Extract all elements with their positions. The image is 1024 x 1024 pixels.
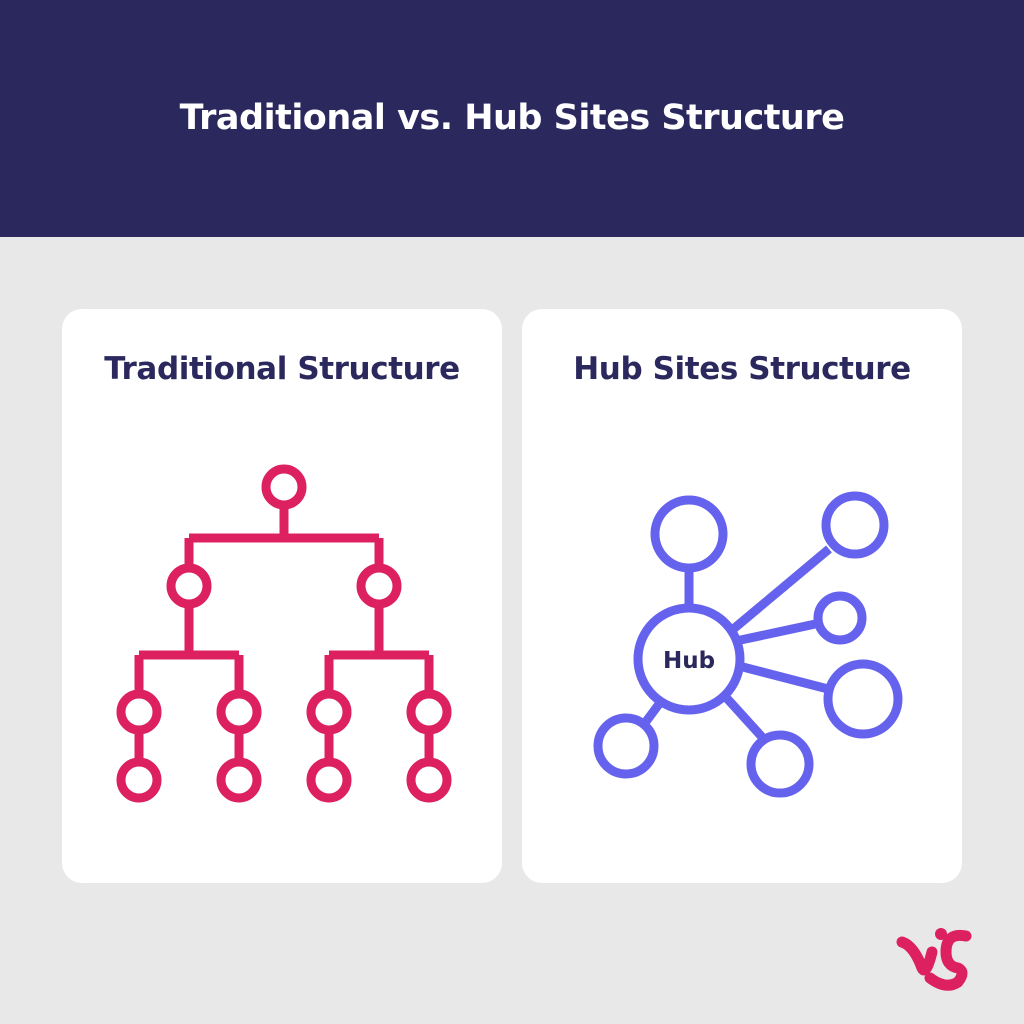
tree-node-level-2 xyxy=(116,689,162,735)
hub-satellite-node xyxy=(746,730,814,798)
brand-logo-icon xyxy=(896,928,972,991)
tree-node-level-1 xyxy=(356,563,402,609)
tree-node-level-1 xyxy=(166,563,212,609)
tree-connector xyxy=(324,650,434,694)
header-banner: Traditional vs. Hub Sites Structure xyxy=(0,0,1024,237)
tree-node-level-3 xyxy=(306,757,352,803)
tree-connector xyxy=(134,650,244,694)
tree-node-level-3 xyxy=(116,757,162,803)
hub-sites-structure-card: Hub Sites Structure Hub xyxy=(522,309,962,883)
tree-node-level-2 xyxy=(306,689,352,735)
tree-connector xyxy=(134,730,434,762)
hub-satellite-node xyxy=(821,491,889,559)
page-title: Traditional vs. Hub Sites Structure xyxy=(179,98,845,138)
hub-spoke xyxy=(737,661,830,694)
tree-node-level-2 xyxy=(216,689,262,735)
hierarchy-tree-icon xyxy=(116,464,452,803)
hub-spoke xyxy=(728,545,832,635)
hub-satellite-node xyxy=(813,591,867,645)
tree-connector xyxy=(184,505,384,564)
hub-satellite-node xyxy=(650,495,728,573)
tree-node-level-3 xyxy=(216,757,262,803)
traditional-structure-card: Traditional Structure xyxy=(62,309,502,883)
hub-spoke xyxy=(735,618,821,646)
hub-center-node xyxy=(633,603,745,715)
hub-center-label: Hub xyxy=(663,648,715,674)
hub-satellite-node xyxy=(823,659,903,739)
hub-sites-structure-title: Hub Sites Structure xyxy=(573,351,911,387)
hub-network-icon: Hub xyxy=(593,491,903,798)
tree-connector xyxy=(184,604,384,655)
tree-node-level-2 xyxy=(406,689,452,735)
hub-satellite-node xyxy=(593,713,659,779)
hub-spoke xyxy=(719,690,766,741)
tree-node-level-3 xyxy=(406,757,452,803)
traditional-structure-title: Traditional Structure xyxy=(104,351,460,387)
tree-node-root xyxy=(261,464,307,510)
